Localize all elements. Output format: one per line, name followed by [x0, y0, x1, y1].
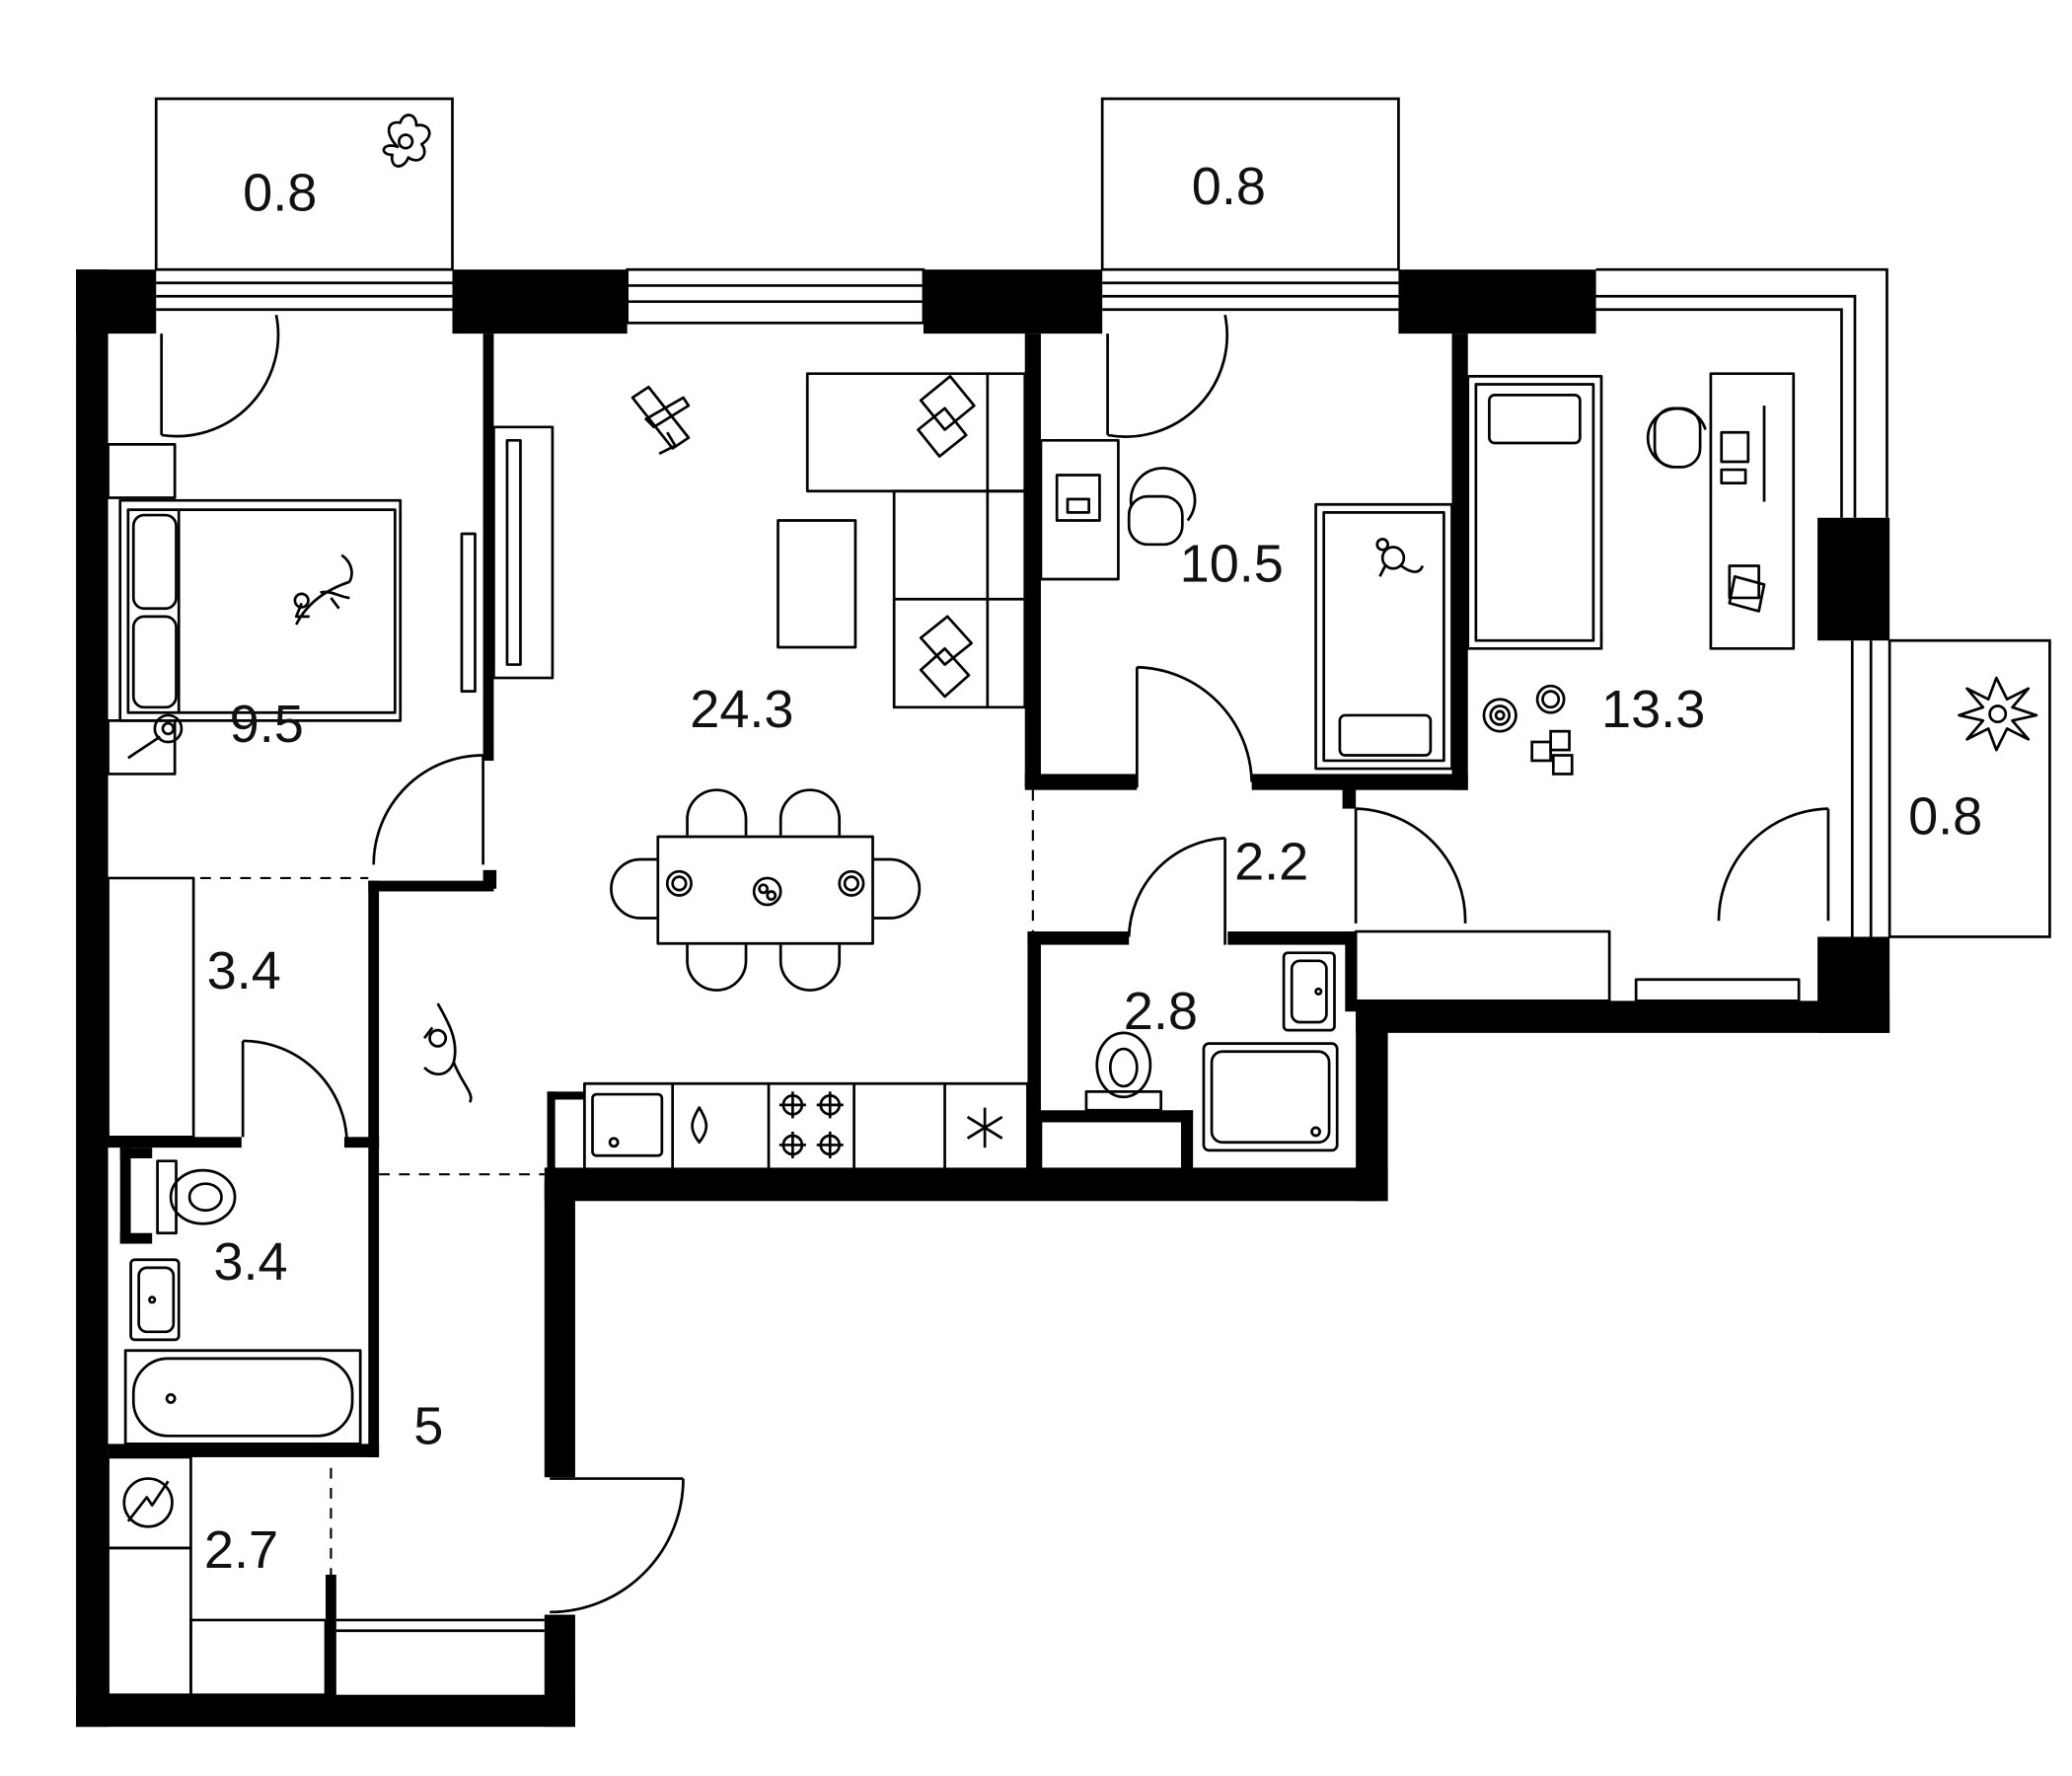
label-bedroom-corner: 13.3 [1601, 680, 1705, 739]
label-living-kitchen: 24.3 [690, 680, 793, 739]
cat-icon [293, 554, 353, 626]
wardrobe-corner [1354, 929, 1801, 1002]
burner-icon [778, 1091, 844, 1158]
window-top-living [626, 267, 925, 325]
outer-walls [76, 269, 1890, 1728]
door-balcony-left [160, 314, 280, 438]
balcony-right [1850, 638, 2051, 938]
wardrobe-shelf [107, 876, 195, 1139]
utility-cabinet [107, 1455, 192, 1697]
storage-shelves [189, 1618, 545, 1697]
label-bedroom: 9.5 [230, 695, 304, 754]
double-bed [118, 498, 403, 722]
sofa [805, 372, 1027, 709]
label-hallway: 5 [413, 1396, 443, 1455]
airplane-toy-icon [630, 385, 691, 456]
rings-toy-icon [1482, 684, 1566, 733]
nightstand-bottom [107, 713, 184, 776]
dining-chairs [610, 788, 922, 992]
balcony-left [154, 97, 454, 298]
cushion-icons [917, 375, 976, 699]
door-bathroom [241, 1039, 349, 1143]
faucet-icon [691, 1106, 708, 1145]
desk-corner [1709, 372, 1796, 650]
dashed-openings [199, 789, 1034, 1575]
dining-table [656, 835, 874, 945]
interior-walls [108, 333, 1468, 1709]
door-bedroom-corner [1354, 807, 1467, 924]
nightstand-top [107, 443, 177, 499]
plant-icon-right [1958, 676, 2038, 752]
label-storage: 2.7 [204, 1520, 278, 1580]
electric-panel-icon [122, 1477, 174, 1528]
corner-window [1595, 267, 1888, 518]
bathtub [123, 1349, 362, 1445]
place-settings [665, 869, 865, 907]
installation-box [1039, 1119, 1184, 1171]
books-icon [1728, 564, 1766, 613]
door-bedroom [372, 754, 484, 865]
door-bedroom-middle [1135, 665, 1253, 787]
door-entrance [550, 1477, 685, 1614]
washbasin-bath [129, 1258, 181, 1342]
desk-middle [1039, 438, 1120, 581]
door-balcony-mid [1106, 314, 1228, 438]
office-chair-middle [1127, 467, 1197, 547]
shower-tray [1202, 1042, 1339, 1152]
toilet-bath [156, 1159, 237, 1235]
office-chair-corner [1646, 407, 1707, 469]
plant-icon [382, 113, 431, 168]
label-balcony-right: 0.8 [1908, 786, 1982, 846]
door-bathroom-small [1127, 837, 1226, 945]
kitchen-counter [583, 1081, 1029, 1171]
washbasin-small [1282, 951, 1336, 1032]
cat-icon-hallway [423, 1002, 473, 1103]
toilet-small [1084, 1031, 1163, 1112]
balcony-middle [1100, 97, 1400, 298]
coffee-table [777, 519, 857, 649]
abc-blocks-icon [1530, 729, 1574, 776]
kitchen-sink [591, 1092, 664, 1157]
label-bedroom-middle: 10.5 [1180, 535, 1284, 594]
single-bed-corner [1466, 375, 1603, 650]
label-wardrobe: 3.4 [207, 941, 281, 1000]
single-bed-middle [1314, 502, 1453, 771]
teddy-bear-icon [1375, 538, 1425, 577]
tv-unit [460, 425, 555, 693]
label-bathroom-small: 2.8 [1124, 982, 1198, 1041]
label-balcony-left: 0.8 [243, 164, 317, 223]
label-bathroom: 3.4 [213, 1232, 287, 1292]
label-balcony-mid: 0.8 [1192, 157, 1266, 216]
door-balcony-right [1717, 807, 1830, 922]
label-hall-small: 2.2 [1234, 832, 1308, 891]
snowflake-icon [966, 1107, 1003, 1148]
